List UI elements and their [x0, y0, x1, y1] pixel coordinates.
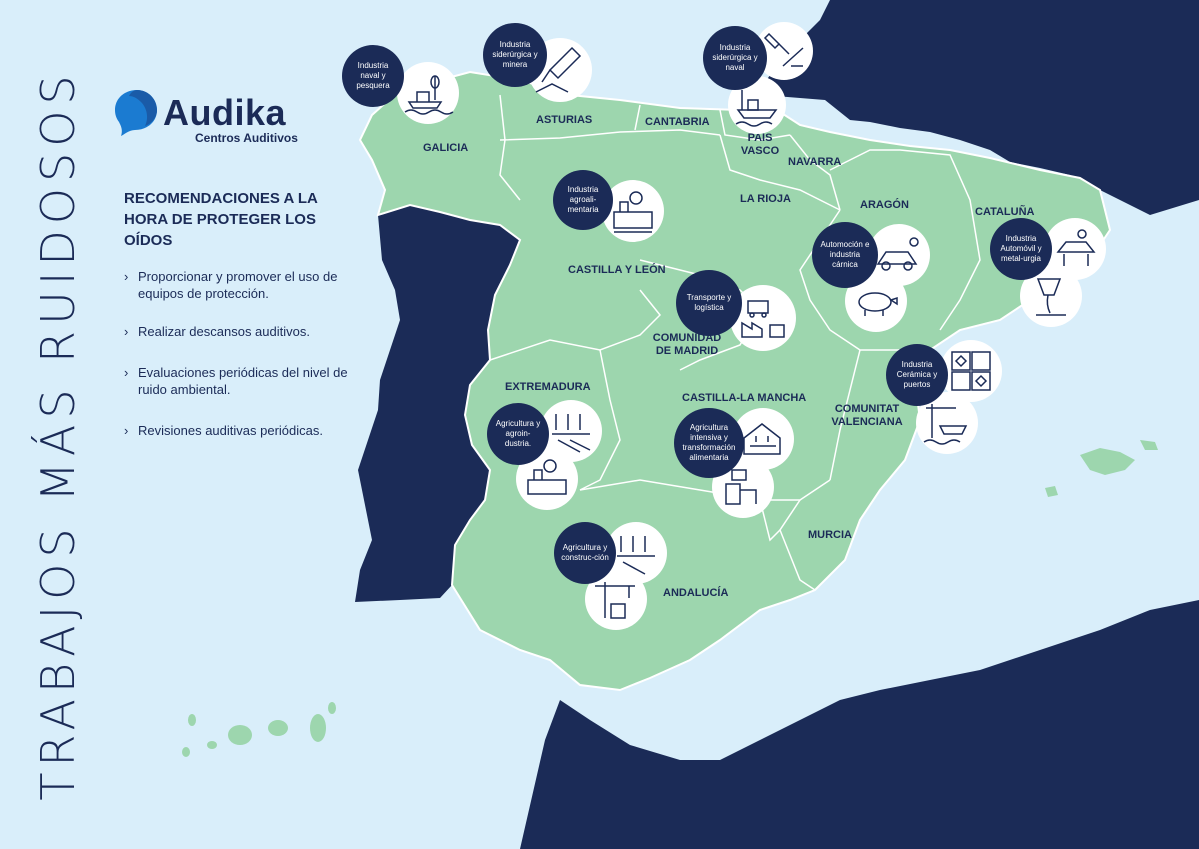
- recommendation-item: › Proporcionar y promover el uso de equip…: [124, 268, 364, 302]
- region-label-cataluna: CATALUÑA: [975, 206, 1035, 218]
- region-label-navarra: NAVARRA: [788, 156, 842, 168]
- chevron-right-icon: ›: [124, 324, 129, 339]
- portugal-landmass: [355, 205, 520, 602]
- region-label-extremadura: EXTREMADURA: [505, 381, 591, 393]
- chevron-right-icon: ›: [124, 269, 129, 284]
- region-label-aragon: ARAGÓN: [860, 199, 909, 211]
- region-label-asturias: ASTURIAS: [536, 114, 593, 126]
- ibiza-island: [1045, 486, 1058, 497]
- industry-badge: Industria agroali-mentaria: [553, 170, 613, 230]
- chevron-right-icon: ›: [124, 423, 129, 438]
- recommendation-item: › Realizar descansos auditivos.: [124, 323, 364, 340]
- region-label-galicia: GALICIA: [423, 142, 469, 154]
- france-landmass: [620, 0, 1199, 215]
- vertical-title: TRABAJOS MÁS RUIDOSOS: [31, 69, 85, 801]
- region-label-murcia: MURCIA: [808, 529, 852, 541]
- audika-logo: Audika Centros Auditivos: [115, 88, 315, 148]
- recommendation-item: › Revisiones auditivas periódicas.: [124, 422, 364, 439]
- warehouse-icon: [730, 285, 796, 351]
- industry-badge: Industria siderúrgica y naval: [703, 26, 767, 90]
- region-label-andalucia: ANDALUCÍA: [663, 587, 729, 599]
- recommendation-text: Realizar descansos auditivos.: [138, 324, 310, 339]
- region-label-pais-vasco: PAÍS VASCO: [740, 132, 780, 157]
- region-label-la-rioja: LA RIOJA: [740, 193, 791, 205]
- recommendations-list: › Proporcionar y promover el uso de equip…: [124, 268, 364, 463]
- recommendation-text: Evaluaciones periódicas del nivel de rui…: [138, 365, 348, 397]
- menorca-island: [1140, 440, 1158, 450]
- industry-badge: Agricultura y construc-ción: [554, 522, 616, 584]
- chevron-right-icon: ›: [124, 365, 129, 380]
- region-label-cantabria: CANTABRIA: [645, 116, 710, 128]
- industry-badge: Transporte y logística: [676, 270, 742, 336]
- region-label-castilla-la-mancha: CASTILLA-LA MANCHA: [682, 392, 807, 404]
- industry-badge: Agricultura intensiva y transformación a…: [674, 408, 744, 478]
- industry-badge: Industria naval y pesquera: [342, 45, 404, 107]
- recommendation-item: › Evaluaciones periódicas del nivel de ru…: [124, 364, 364, 398]
- food-factory-icon: [602, 180, 664, 242]
- brand-name: Audika: [163, 92, 287, 133]
- industry-badge: Industria Cerámica y puertos: [886, 344, 948, 406]
- fishing-icon: [397, 62, 459, 124]
- recommendation-text: Revisiones auditivas periódicas.: [138, 423, 323, 438]
- industry-badge: Automoción e industria cárnica: [812, 222, 878, 288]
- brand-subtitle: Centros Auditivos: [195, 131, 298, 145]
- africa-landmass: [520, 600, 1199, 849]
- industry-badge: Agricultura y agroin-dustria.: [487, 403, 549, 465]
- tiles-icon: [940, 340, 1002, 402]
- mallorca-island: [1080, 448, 1135, 475]
- industry-badge: Industria Automóvil y metal-urgia: [990, 218, 1052, 280]
- industry-badge: Industria siderúrgica y minera: [483, 23, 547, 87]
- recommendation-text: Proporcionar y promover el uso de equipo…: [138, 269, 338, 301]
- region-label-valenciana: COMUNITAT VALENCIANA: [831, 403, 903, 428]
- region-label-castilla-leon: CASTILLA Y LEÓN: [568, 264, 666, 276]
- canary-islands: [182, 702, 336, 757]
- audika-logo-mark: [115, 90, 157, 136]
- pig-icon: [845, 270, 907, 332]
- recommendations-title: RECOMENDACIONES A LA HORA DE PROTEGER LO…: [124, 190, 318, 249]
